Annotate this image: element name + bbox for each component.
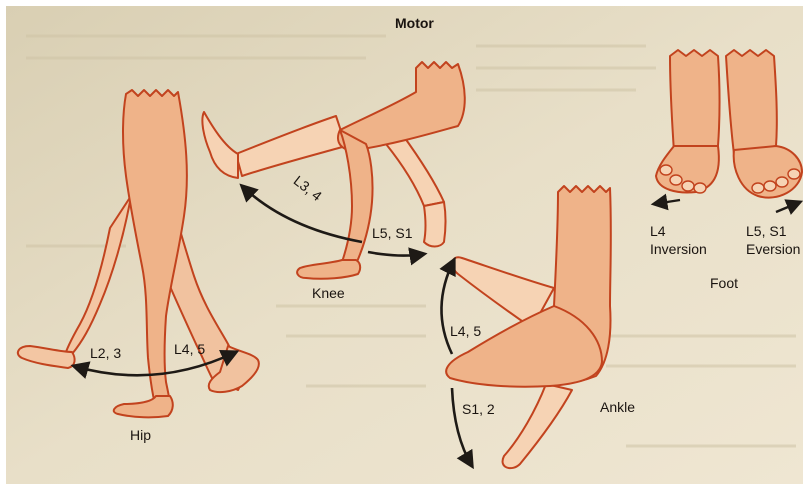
- foot-eversion-leg: [726, 50, 777, 154]
- title: Motor: [395, 15, 434, 31]
- knee-foot-flexed: [424, 202, 446, 247]
- foot-inversion-level: L4: [650, 223, 666, 239]
- ankle-down-label: S1, 2: [462, 401, 495, 417]
- foot-eversion-level: L5, S1: [746, 223, 787, 239]
- motor-figure: Motor L2, 3 L4, 5 Hip L3, 4 L5, S1 Knee …: [6, 6, 803, 484]
- foot-label: Foot: [710, 275, 738, 291]
- foot-inversion-label: Inversion: [650, 241, 707, 257]
- knee-right-label: L5, S1: [372, 225, 413, 241]
- hip-label: Hip: [130, 427, 151, 443]
- hip-right-label: L4, 5: [174, 341, 205, 357]
- knee-label: Knee: [312, 285, 345, 301]
- foot-eversion-label: Eversion: [746, 241, 800, 257]
- foot-inversion-leg: [670, 50, 720, 152]
- ankle-up-label: L4, 5: [450, 323, 481, 339]
- ankle-label: Ankle: [600, 399, 635, 415]
- hip-left-label: L2, 3: [90, 345, 121, 361]
